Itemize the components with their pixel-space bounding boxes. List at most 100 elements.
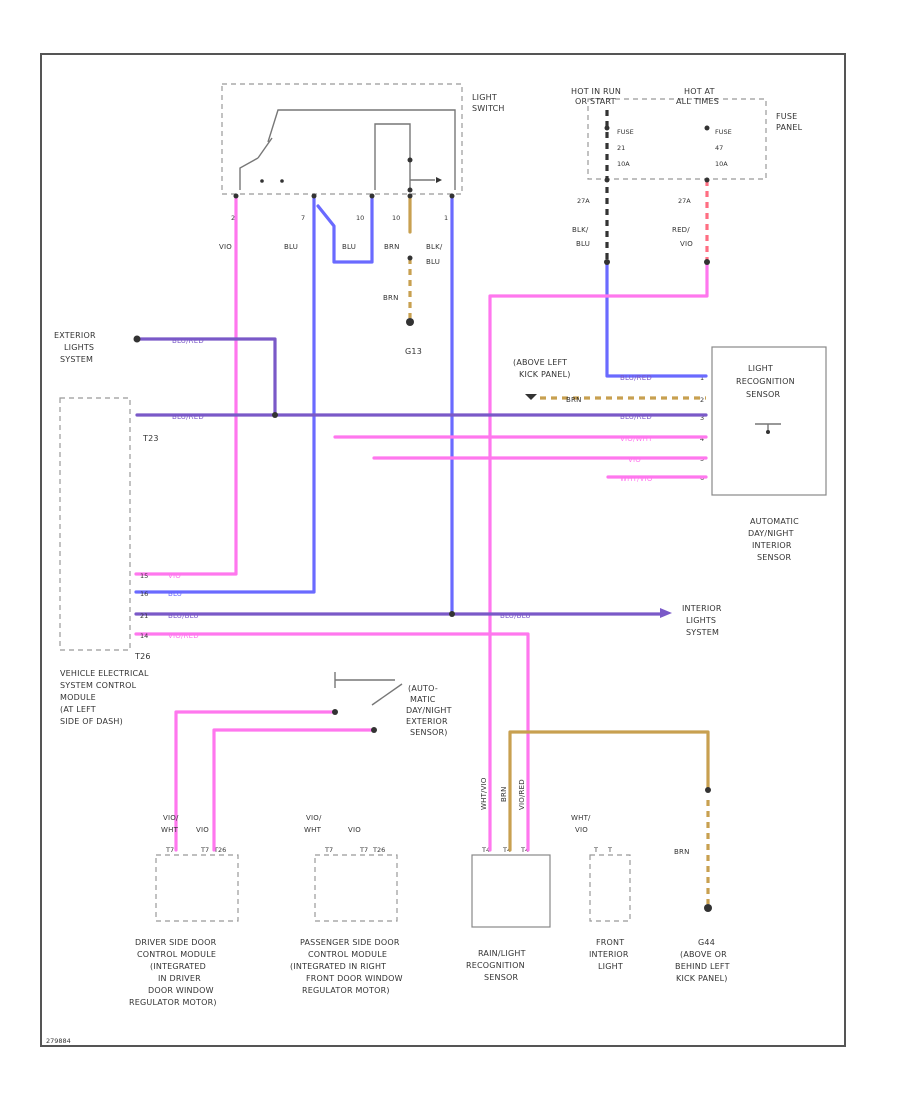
wire-blu-loop bbox=[316, 194, 374, 264]
t23-pins: 15 16 21 14 bbox=[140, 572, 148, 640]
rain-light-sensor-box bbox=[471, 854, 551, 928]
svg-text:15: 15 bbox=[140, 572, 148, 580]
wire-blured-exterior bbox=[135, 337, 277, 417]
arrow-right-icon bbox=[660, 608, 672, 618]
svg-text:T7: T7 bbox=[324, 846, 333, 854]
svg-text:10: 10 bbox=[356, 214, 364, 222]
diagram-frame bbox=[40, 53, 846, 1047]
wire-blu-switch-t26 bbox=[134, 194, 316, 594]
svg-text:T4: T4 bbox=[520, 846, 529, 854]
svg-text:VIO: VIO bbox=[628, 456, 641, 464]
svg-text:VIO/WHT: VIO/WHT bbox=[161, 814, 179, 834]
wire-labels: VIO BLU BLU BRN BLK/BLU BRN BLK/BLU RED/… bbox=[161, 226, 693, 856]
svg-text:BLU/RED: BLU/RED bbox=[620, 374, 652, 382]
svg-text:BRN: BRN bbox=[383, 294, 399, 302]
svg-text:BRN: BRN bbox=[674, 848, 690, 856]
svg-text:T26: T26 bbox=[372, 846, 385, 854]
svg-text:T7: T7 bbox=[359, 846, 368, 854]
svg-text:BLU/BLU: BLU/BLU bbox=[168, 612, 199, 620]
wire-fuse21-blu bbox=[605, 260, 708, 378]
svg-text:10: 10 bbox=[392, 214, 400, 222]
front-interior-light-box bbox=[589, 854, 631, 922]
wire-brn-rain bbox=[508, 730, 710, 852]
ground-icon bbox=[525, 394, 537, 400]
svg-text:16: 16 bbox=[140, 590, 148, 598]
svg-text:WHT/VIO: WHT/VIO bbox=[620, 475, 653, 483]
light-recognition-sensor-box bbox=[711, 346, 827, 496]
svg-text:WHT/VIO: WHT/VIO bbox=[480, 777, 488, 810]
wire-drv-viowht bbox=[174, 710, 337, 852]
svg-text:VIO/RED: VIO/RED bbox=[168, 632, 199, 640]
svg-text:WHT/VIO: WHT/VIO bbox=[571, 814, 591, 834]
svg-text:7: 7 bbox=[301, 214, 305, 222]
svg-text:BLK/BLU: BLK/BLU bbox=[426, 243, 443, 266]
svg-text:BRN: BRN bbox=[566, 396, 582, 404]
svg-text:1: 1 bbox=[444, 214, 448, 222]
svg-text:VIO/RED: VIO/RED bbox=[518, 779, 526, 810]
svg-text:T4: T4 bbox=[481, 846, 490, 854]
g13-label: G13 bbox=[405, 347, 422, 356]
svg-text:BLU/RED: BLU/RED bbox=[620, 413, 652, 421]
exterior-sensor-switch bbox=[334, 672, 403, 706]
driver-module-pins: T7 T7 T26 bbox=[165, 846, 226, 854]
svg-text:21: 21 bbox=[140, 612, 148, 620]
passenger-door-module-box bbox=[314, 854, 398, 922]
svg-text:VIO/WHT: VIO/WHT bbox=[620, 435, 653, 443]
svg-text:1: 1 bbox=[700, 374, 704, 382]
front-light-pins: T T bbox=[593, 846, 612, 854]
t26-label: T26 bbox=[134, 652, 151, 661]
svg-text:T7: T7 bbox=[165, 846, 174, 854]
svg-text:BLU/RED: BLU/RED bbox=[172, 413, 204, 421]
svg-text:2: 2 bbox=[700, 396, 704, 404]
wire-viored-t26 bbox=[134, 632, 530, 852]
fuse-21-pin: 27A bbox=[577, 197, 590, 205]
wire-vio-switch-t26 bbox=[134, 194, 238, 576]
svg-text:4: 4 bbox=[700, 435, 704, 443]
fuse-panel-box bbox=[587, 98, 767, 180]
svg-text:T: T bbox=[593, 846, 598, 854]
svg-text:BRN: BRN bbox=[500, 786, 508, 802]
svg-text:BLU/RED: BLU/RED bbox=[172, 337, 204, 345]
wire-fuse47-redvio bbox=[488, 260, 709, 852]
svg-text:VIO: VIO bbox=[196, 826, 209, 834]
sensor-lens-icon bbox=[755, 423, 781, 434]
svg-text:T26: T26 bbox=[213, 846, 226, 854]
passenger-module-pins: T7 T7 T26 bbox=[324, 846, 385, 854]
svg-text:3: 3 bbox=[700, 414, 704, 422]
t23-label: T23 bbox=[142, 434, 159, 443]
footer-code: 279884 bbox=[46, 1037, 71, 1045]
svg-text:14: 14 bbox=[140, 632, 148, 640]
svg-text:T: T bbox=[607, 846, 612, 854]
rain-sensor-pins: T4 T4 T4 bbox=[481, 846, 529, 854]
svg-text:T4: T4 bbox=[502, 846, 511, 854]
svg-text:VIO: VIO bbox=[219, 243, 232, 251]
svg-text:VIO: VIO bbox=[348, 826, 361, 834]
light-recognition-pins: 1 2 3 4 5 6 bbox=[700, 374, 704, 482]
t23-connector-box bbox=[59, 397, 131, 651]
wire-drv-vio bbox=[212, 728, 376, 852]
svg-text:BLU: BLU bbox=[342, 243, 356, 251]
svg-text:VIO: VIO bbox=[168, 572, 181, 580]
svg-text:VIO/WHT: VIO/WHT bbox=[304, 814, 322, 834]
svg-text:T7: T7 bbox=[200, 846, 209, 854]
svg-text:2: 2 bbox=[231, 214, 235, 222]
svg-text:BLU: BLU bbox=[284, 243, 298, 251]
fuse-47-pin: 27A bbox=[678, 197, 691, 205]
